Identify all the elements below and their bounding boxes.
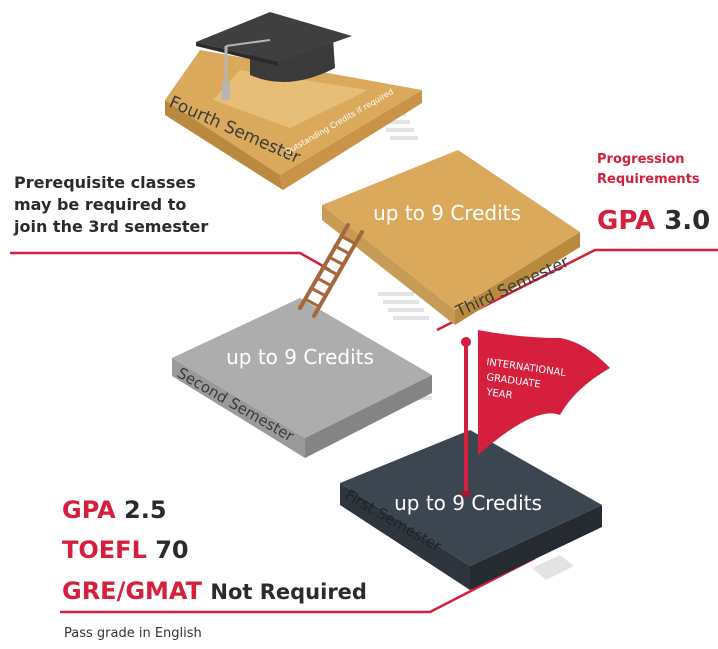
entry-gpa: GPA 2.5 [62,496,167,524]
second-semester-credits: up to 9 Credits [226,345,374,369]
entry-gre-value: Not Required [210,580,367,604]
progression-line-1: Progression [597,152,685,167]
entry-english-note: Pass grade in English [64,626,202,641]
entry-toefl-value: 70 [155,536,189,564]
progression-gpa: GPA 3.0 [597,206,710,236]
progression-gpa-label: GPA [597,206,656,236]
prereq-line-3: join the 3rd semester [14,217,209,236]
entry-toefl-label: TOEFL [62,536,147,564]
flag-line-3: YEAR [485,387,514,402]
ladder-icon [298,223,364,318]
steps-exit [532,555,574,580]
prereq-line-2: may be required to [14,195,187,214]
progression-gpa-value: 3.0 [664,206,711,236]
first-semester-block: up to 9 Credits First Semester [340,430,602,590]
progression-requirements: Progression Requirements [597,150,700,190]
entry-gpa-label: GPA [62,496,116,524]
prereq-line-1: Prerequisite classes [14,173,196,192]
steps-third-second [378,292,429,320]
graduation-cap-icon [196,12,352,100]
third-semester-block: up to 9 Credits Third Semester [322,150,580,325]
entry-connector [60,556,536,614]
third-semester-credits: up to 9 Credits [373,201,521,225]
progression-line-2: Requirements [597,172,700,187]
entry-gpa-value: 2.5 [124,496,167,524]
entry-gre-label: GRE/GMAT [62,577,203,605]
entry-gre: GRE/GMAT Not Required [62,577,367,605]
prereq-underline [10,251,331,272]
flag-icon: INTERNATIONAL GRADUATE YEAR [461,330,610,497]
second-semester-block: up to 9 Credits Second Semester [172,298,432,458]
entry-toefl: TOEFL 70 [62,536,189,564]
prerequisite-note: Prerequisite classes may be required to … [14,172,274,238]
